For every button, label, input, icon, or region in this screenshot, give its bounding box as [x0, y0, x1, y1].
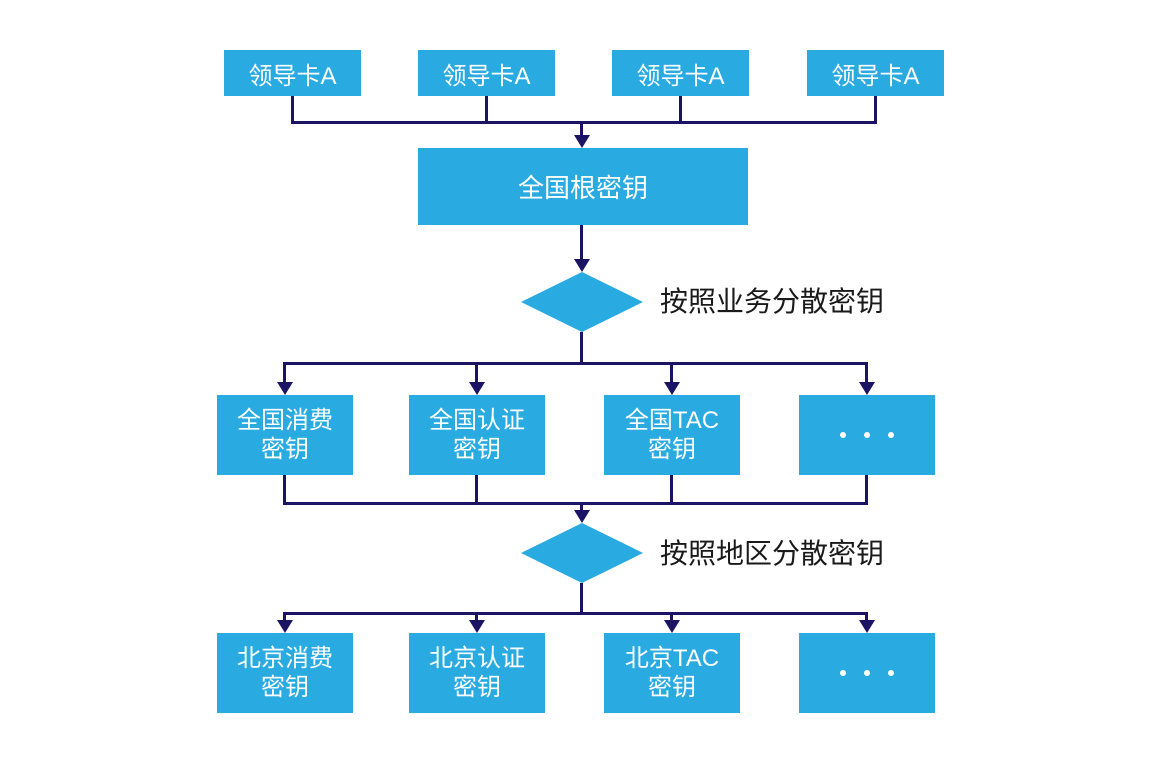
arrow-down-icon [664, 620, 680, 633]
connector-line [670, 612, 673, 621]
connector-line [580, 583, 583, 613]
arrow-down-icon [469, 620, 485, 633]
key-label-line2: 密钥 [261, 674, 309, 701]
connector-line [291, 121, 877, 124]
root-key-label: 全国根密钥 [517, 173, 648, 203]
key-label-line2: 密钥 [648, 674, 696, 701]
national-consume-key-node: 全国消费 密钥 [217, 395, 353, 475]
connector-line [283, 362, 286, 382]
leader-card-label: 领导卡A [442, 62, 531, 90]
business-decision-label: 按照业务分散密钥 [660, 286, 885, 317]
connector-line [679, 96, 682, 122]
connector-line [283, 362, 868, 365]
connector-line [475, 612, 478, 621]
beijing-more-keys-node [799, 633, 935, 713]
connector-line [865, 475, 868, 503]
key-label-line1: 北京认证 [429, 645, 525, 672]
connector-line [874, 96, 877, 122]
region-decision-diamond [521, 523, 643, 583]
beijing-tac-key-node: 北京TAC 密钥 [604, 633, 740, 713]
connector-line [283, 475, 286, 503]
connector-line [865, 612, 868, 621]
arrow-down-icon [277, 620, 293, 633]
key-label-line2: 密钥 [261, 436, 309, 463]
connector-line [580, 225, 583, 260]
connector-line [283, 612, 286, 621]
leader-card-node-1: 领导卡A [224, 50, 361, 96]
leader-card-node-4: 领导卡A [807, 50, 944, 96]
connector-line [865, 362, 868, 382]
leader-card-node-3: 领导卡A [612, 50, 749, 96]
connector-line [475, 475, 478, 503]
key-label-line1: 北京消费 [237, 645, 333, 672]
arrow-down-icon [664, 382, 680, 395]
arrow-down-icon [859, 620, 875, 633]
root-key-node: 全国根密钥 [418, 148, 748, 225]
leader-card-label: 领导卡A [636, 62, 725, 90]
connector-line [475, 362, 478, 382]
arrow-down-icon [574, 259, 590, 272]
ellipsis-dots [831, 670, 903, 676]
key-label-line2: 密钥 [453, 674, 501, 701]
connector-line [291, 96, 294, 122]
connector-line [670, 475, 673, 503]
connector-line [580, 502, 583, 511]
arrow-down-icon [574, 510, 590, 523]
key-label-line2: 密钥 [453, 436, 501, 463]
connector-line [670, 362, 673, 382]
key-label-line2: 密钥 [648, 436, 696, 463]
arrow-down-icon [277, 382, 293, 395]
beijing-consume-key-node: 北京消费 密钥 [217, 633, 353, 713]
connector-line [283, 502, 868, 505]
leader-card-node-2: 领导卡A [418, 50, 555, 96]
key-label-line1: 北京TAC [624, 645, 720, 672]
ellipsis-dots [831, 432, 903, 438]
connector-line [485, 96, 488, 122]
connector-line [580, 332, 583, 363]
connector-line [580, 121, 583, 136]
national-more-keys-node [799, 395, 935, 475]
key-label-line1: 全国认证 [429, 407, 525, 434]
arrow-down-icon [574, 135, 590, 148]
business-decision-diamond [521, 272, 643, 332]
leader-card-label: 领导卡A [831, 62, 920, 90]
key-label-line1: 全国消费 [237, 407, 333, 434]
key-label-line1: 全国TAC [624, 407, 720, 434]
leader-card-label: 领导卡A [248, 62, 337, 90]
connector-line [283, 612, 868, 615]
national-tac-key-node: 全国TAC 密钥 [604, 395, 740, 475]
arrow-down-icon [859, 382, 875, 395]
arrow-down-icon [469, 382, 485, 395]
region-decision-label: 按照地区分散密钥 [660, 538, 885, 569]
national-auth-key-node: 全国认证 密钥 [409, 395, 545, 475]
beijing-auth-key-node: 北京认证 密钥 [409, 633, 545, 713]
